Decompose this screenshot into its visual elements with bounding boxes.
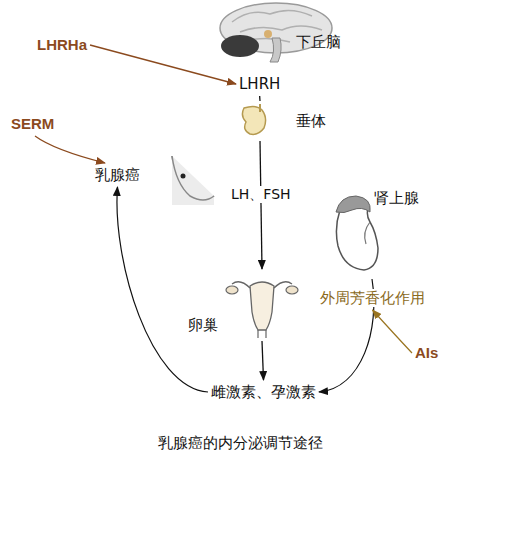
edge-label: LH、FSH xyxy=(229,186,293,203)
pituitary-node: 垂体 xyxy=(238,104,338,138)
connector-arrow xyxy=(259,96,261,101)
target-label: 乳腺癌 xyxy=(95,166,140,184)
node-text: SERM xyxy=(11,115,54,133)
node-text: 乳腺癌 xyxy=(95,166,140,184)
connector-arrow xyxy=(90,45,236,84)
node-text: 雌激素、孕激素 xyxy=(211,383,316,401)
ovary-node: 卵巢 xyxy=(188,272,302,338)
node-text: 肾上腺 xyxy=(374,189,419,207)
drug-label: LHRHa xyxy=(37,36,87,54)
node-text: 外周芳香化作用 xyxy=(318,289,427,307)
connector-arrow xyxy=(117,187,208,392)
node-text: 卵巢 xyxy=(188,316,218,334)
connector-arrow xyxy=(260,141,262,269)
node-text: 下丘脑 xyxy=(296,33,341,51)
breast-illustration xyxy=(172,156,214,205)
connector-arrow xyxy=(262,341,264,380)
adrenal-node: 肾上腺 xyxy=(326,188,434,276)
connector-arrow xyxy=(35,136,105,163)
node-text: LHRHa xyxy=(37,36,87,54)
node-text: LHRH xyxy=(239,75,280,93)
caption: 乳腺癌的内分泌调节途径 xyxy=(158,434,323,452)
drug-label: SERM xyxy=(11,115,54,133)
organ-label: 下丘脑 xyxy=(296,33,341,51)
connector-arrow xyxy=(373,310,413,353)
node-text: AIs xyxy=(415,344,438,362)
node-text: 垂体 xyxy=(296,112,326,130)
brain-illustration xyxy=(220,3,332,62)
drug-label: AIs xyxy=(415,344,438,362)
hormone-label: LHRH xyxy=(239,75,280,93)
hormone-label: 雌激素、孕激素 xyxy=(211,383,316,401)
process-label: 外周芳香化作用 xyxy=(318,289,427,307)
